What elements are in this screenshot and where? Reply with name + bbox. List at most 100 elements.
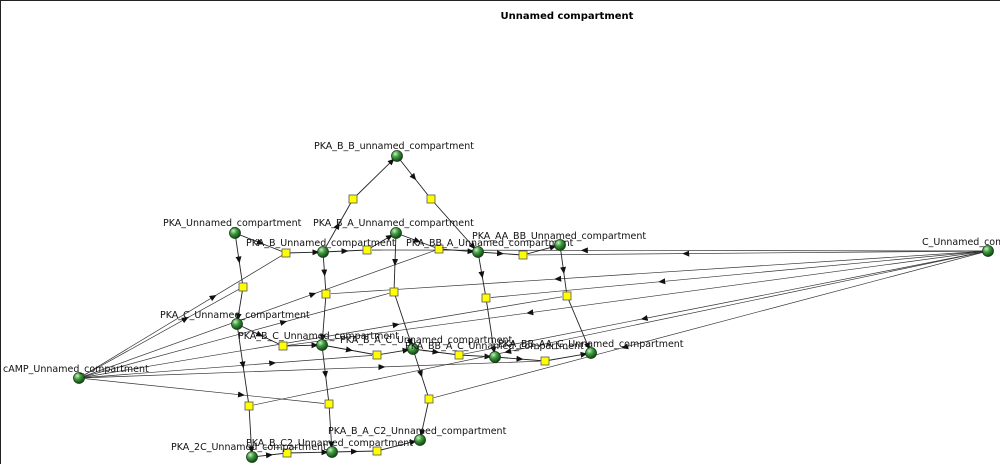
species-label: PKA_B_A_C_Unnamed_compartment (340, 335, 513, 346)
modifier-edge (78, 292, 390, 379)
process-node[interactable] (518, 250, 528, 260)
species-node-pka-b-a-c[interactable]: PKA_B_A_C_Unnamed_compartment (340, 335, 513, 355)
modifier-edge (78, 255, 282, 379)
species-node-circle[interactable] (391, 150, 403, 162)
species-node-circle[interactable] (229, 227, 241, 239)
species-label: PKA_B_Unnamed_compartment (246, 238, 396, 249)
modifier-edge (78, 296, 563, 379)
species-node-circle[interactable] (316, 339, 328, 351)
product-edge (376, 347, 410, 356)
product-edge (458, 353, 492, 360)
species-label: PKA_Unnamed_compartment (163, 218, 302, 229)
product-edge (328, 403, 335, 449)
modifier-edge (78, 289, 239, 379)
product-edge (566, 295, 590, 350)
species-label: cAMP_Unnamed_compartment (3, 364, 149, 375)
species-node-pka-b-a-c2[interactable]: PKA_B_A_C2_Unnamed_compartment (328, 426, 507, 446)
process-node[interactable] (424, 394, 434, 404)
species-node-pka-b[interactable]: PKA_B_Unnamed_compartment (246, 238, 396, 258)
product-edge (285, 249, 320, 256)
species-label: PKA_BB_A_Unnamed_compartment (406, 238, 574, 249)
product-edge (376, 439, 417, 452)
species-node-circle[interactable] (585, 347, 597, 359)
modifier-edge (253, 250, 989, 406)
modifier-edge (490, 250, 989, 298)
modifier-edge (78, 377, 325, 404)
species-node-circle[interactable] (472, 246, 484, 258)
process-nodes (238, 194, 572, 458)
product-edge (485, 297, 497, 354)
process-node[interactable] (454, 350, 464, 360)
process-node[interactable] (372, 350, 382, 360)
species-node-circle[interactable] (317, 246, 329, 258)
species-node-circle[interactable] (407, 343, 419, 355)
species-node-c[interactable]: C_Unnamed_compartment (922, 237, 1000, 257)
reaction-edges (78, 155, 989, 459)
species-node-circle[interactable] (982, 245, 994, 257)
species-node-pka-c[interactable]: PKA_C_Unnamed_compartment (160, 310, 310, 330)
process-node[interactable] (324, 399, 334, 409)
product-edge (319, 293, 327, 342)
species-node-pka-b-c2[interactable]: PKA_B_C2_Unnamed_compartment (246, 438, 413, 458)
process-node[interactable] (282, 448, 292, 458)
process-node[interactable] (540, 356, 550, 366)
modifier-edge (527, 250, 989, 256)
product-edge (282, 342, 319, 349)
modifier-edge (78, 355, 373, 379)
process-node[interactable] (281, 248, 291, 258)
species-node-circle[interactable] (246, 451, 258, 463)
species-label: PKA_BB_A_C_Unnamed_compartment (405, 341, 584, 352)
species-node-circle[interactable] (390, 227, 402, 239)
process-node[interactable] (238, 282, 248, 292)
species-label: PKA_AA_BB_Unnamed_compartment (472, 231, 646, 242)
process-node[interactable] (372, 446, 382, 456)
species-node-circle[interactable] (489, 351, 501, 363)
process-node[interactable] (244, 401, 254, 411)
process-node[interactable] (481, 293, 491, 303)
species-node-circle[interactable] (231, 318, 243, 330)
process-node[interactable] (278, 341, 288, 351)
species-node-pka-aa-bb[interactable]: PKA_AA_BB_Unnamed_compartment (472, 231, 646, 251)
species-node-circle[interactable] (554, 239, 566, 251)
species-node-pka-b-a[interactable]: PKA_B_A_Unnamed_compartment (313, 218, 474, 239)
modifier-edge (78, 250, 435, 379)
species-node-circle[interactable] (73, 372, 85, 384)
modifier-edge (287, 250, 989, 346)
product-edge (419, 398, 430, 437)
species-label: PKA_B_B_unnamed_compartment (314, 141, 474, 152)
product-edge (248, 405, 255, 454)
species-node-circle[interactable] (414, 434, 426, 446)
species-node-circle[interactable] (326, 446, 338, 458)
species-label: PKA_B_A_C2_Unnamed_compartment (328, 426, 507, 437)
species-node-camp[interactable]: cAMP_Unnamed_compartment (3, 364, 149, 384)
species-node-pka-b-b[interactable]: PKA_B_B_unnamed_compartment (314, 141, 474, 162)
product-edge (544, 351, 588, 362)
species-label: PKA_BB_AA_C_Unnamed_compartment (498, 339, 684, 350)
species-node-pka-bb-a[interactable]: PKA_BB_A_Unnamed_compartment (406, 238, 574, 258)
process-node[interactable] (348, 194, 358, 204)
product-edge (235, 286, 244, 321)
modifier-edge (78, 360, 541, 379)
process-node[interactable] (362, 245, 372, 255)
species-node-pka-bb-aa-c[interactable]: PKA_BB_AA_C_Unnamed_compartment (498, 339, 684, 359)
compartment-title: Unnamed compartment (500, 11, 634, 22)
process-node[interactable] (434, 244, 444, 254)
species-label: C_Unnamed_compartment (922, 237, 1000, 248)
process-node[interactable] (389, 287, 399, 297)
species-nodes: cAMP_Unnamed_compartment C_Unnamed_compar… (3, 141, 1000, 463)
product-edge (438, 248, 475, 255)
process-node[interactable] (562, 291, 572, 301)
product-edge (352, 158, 395, 200)
species-node-pka[interactable]: PKA_Unnamed_compartment (163, 218, 302, 239)
product-edge (286, 449, 329, 456)
process-node[interactable] (426, 194, 436, 204)
product-edge (522, 244, 557, 256)
species-node-pka-2c[interactable]: PKA_2C_Unnamed_compartment (171, 442, 327, 463)
product-edge (430, 198, 476, 250)
process-node[interactable] (321, 289, 331, 299)
species-node-pka-b-c[interactable]: PKA_B_C_Unnamed_compartment (238, 331, 399, 351)
species-label: PKA_B_C2_Unnamed_compartment (246, 438, 413, 449)
species-label: PKA_B_A_Unnamed_compartment (313, 218, 474, 229)
modifier-edge (433, 250, 989, 399)
species-node-pka-bb-a-c[interactable]: PKA_BB_A_C_Unnamed_compartment (405, 341, 584, 363)
